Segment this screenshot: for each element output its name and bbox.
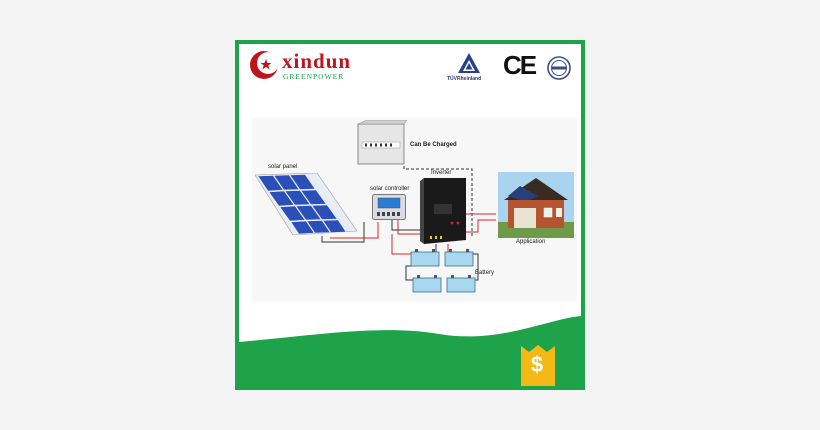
application-label: Application xyxy=(516,239,546,245)
price-badge-icon xyxy=(521,345,555,386)
wiring-lines xyxy=(321,166,496,281)
product-card: xindun GREENPOWER TÜVRheinland CE xyxy=(235,40,585,390)
solar-controller-icon xyxy=(372,194,406,220)
brand-tagline: GREENPOWER xyxy=(283,72,345,81)
ce-mark: CE xyxy=(503,50,537,80)
xindun-logo-icon xyxy=(250,51,279,79)
solar-panel-label: solar panel xyxy=(268,164,298,170)
solar-system-diagram: Can Be Charged solar panel solar control… xyxy=(252,118,577,302)
battery-bank-icon xyxy=(410,249,476,293)
inverter-icon xyxy=(420,178,466,244)
green-wave-footer xyxy=(239,316,581,386)
dollar-symbol: $ xyxy=(530,352,544,377)
cert-seal-icon xyxy=(547,56,571,80)
house-application-icon xyxy=(498,172,574,238)
battery-label: Battery xyxy=(475,270,495,276)
charger-label: Can Be Charged xyxy=(410,142,457,148)
inverter-label: Inverter xyxy=(431,170,452,176)
tuv-rheinland-icon xyxy=(458,53,480,73)
tuv-label: TÜVRheinland xyxy=(447,76,482,82)
solar-panel-icon xyxy=(255,173,357,235)
controller-label: solar controller xyxy=(370,186,410,192)
brand-name: xindun xyxy=(282,49,352,73)
distribution-box-icon xyxy=(357,120,407,165)
